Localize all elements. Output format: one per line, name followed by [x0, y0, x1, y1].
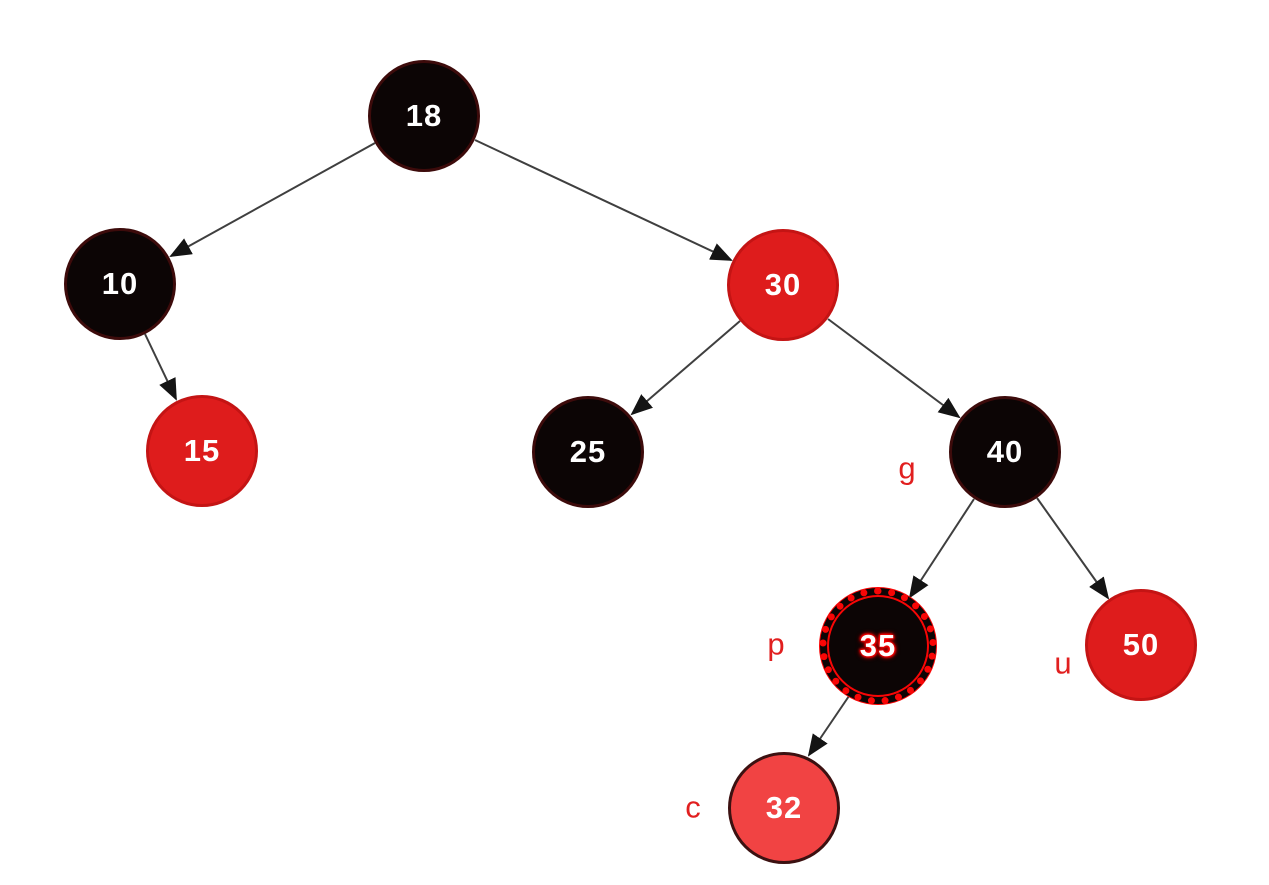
- node-value-35: 35: [859, 628, 897, 663]
- annotation-grandparent-g: g: [898, 450, 916, 486]
- edge-40-35: [908, 498, 975, 599]
- edge-40-50: [1036, 497, 1110, 600]
- tree-node-35-highlighted: 35: [820, 588, 936, 704]
- node-value-30: 30: [764, 267, 802, 302]
- node-value-15: 15: [183, 433, 221, 468]
- edge-35-32: [807, 695, 850, 757]
- tree-node-50: 50: [1085, 589, 1197, 701]
- edge-10-15: [144, 333, 177, 401]
- tree-node-30: 30: [727, 229, 839, 341]
- tree-node-32: 32: [728, 752, 840, 864]
- annotation-uncle-u: u: [1054, 645, 1072, 681]
- node-value-40: 40: [986, 434, 1024, 469]
- annotation-parent-p: p: [767, 626, 785, 662]
- edge-30-40: [827, 318, 961, 419]
- tree-node-10: 10: [64, 228, 176, 340]
- tree-node-15: 15: [146, 395, 258, 507]
- node-value-18: 18: [405, 98, 443, 133]
- node-value-32: 32: [765, 790, 803, 825]
- edge-30-25: [630, 320, 741, 416]
- edge-18-10: [169, 142, 376, 257]
- node-value-50: 50: [1122, 627, 1160, 662]
- tree-node-25: 25: [532, 396, 644, 508]
- edge-18-30: [474, 139, 733, 261]
- annotation-current-c: c: [685, 789, 701, 825]
- node-value-10: 10: [101, 266, 139, 301]
- tree-node-40: 40: [949, 396, 1061, 508]
- node-value-25: 25: [569, 434, 607, 469]
- tree-node-18: 18: [368, 60, 480, 172]
